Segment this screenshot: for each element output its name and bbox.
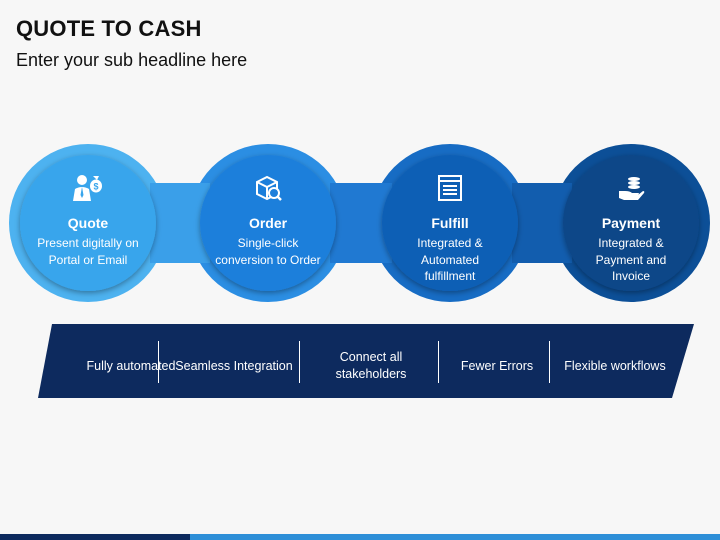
- step-order: Order Single-click conversion to Order: [198, 153, 338, 293]
- footer-accent-light: [190, 534, 720, 540]
- hand-coins-icon: [616, 173, 646, 203]
- step-quote: $ Quote Present digitally on Portal or E…: [18, 153, 158, 293]
- banner-divider: [158, 341, 159, 383]
- banner-divider: [549, 341, 550, 383]
- disc-quote: [20, 155, 156, 291]
- page-subtitle: Enter your sub headline here: [16, 50, 248, 70]
- banner-divider: [299, 341, 300, 383]
- benefit-item: Seamless Integration: [175, 358, 293, 373]
- step-title: Order: [248, 215, 288, 231]
- step-fulfill: Fulfill Integrated & Automated fulfillme…: [380, 153, 520, 293]
- benefit-item: Fully automated: [86, 358, 176, 373]
- step-description: Integrated & Automated fulfillment: [417, 236, 483, 283]
- benefit-item: Flexible workflows: [564, 358, 666, 373]
- disc-fulfill: [382, 155, 518, 291]
- step-payment: Payment Integrated & Payment and Invoice: [561, 153, 701, 293]
- user-money-icon: $: [71, 173, 105, 203]
- step-title: Fulfill: [431, 215, 469, 231]
- box-search-icon: [253, 173, 283, 203]
- benefits-banner: [38, 324, 694, 398]
- svg-text:$: $: [93, 182, 98, 192]
- step-description: Integrated & Payment and Invoice: [595, 236, 667, 283]
- step-description: Present digitally on Portal or Email: [37, 236, 139, 267]
- connector-3: [512, 183, 572, 263]
- disc-order: [200, 155, 336, 291]
- connector-2: [330, 183, 392, 263]
- banner-divider: [438, 341, 439, 383]
- step-title: Payment: [601, 215, 661, 231]
- page-title: QUOTE TO CASH: [16, 16, 202, 41]
- step-description: Single-click conversion to Order: [215, 236, 321, 267]
- footer-accent-dark: [0, 534, 190, 540]
- disc-payment: [563, 155, 699, 291]
- benefit-item: Connect all stakeholders: [335, 350, 407, 381]
- benefit-item: Fewer Errors: [460, 358, 534, 373]
- document-window-icon: [436, 173, 464, 203]
- step-title: Quote: [67, 215, 109, 231]
